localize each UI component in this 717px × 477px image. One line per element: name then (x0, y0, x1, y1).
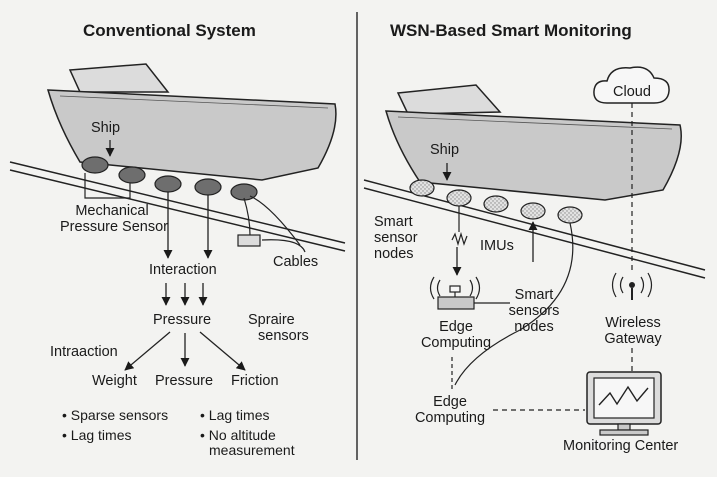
smart-nodes-line-3: nodes (374, 246, 414, 263)
left-ship (46, 63, 337, 181)
edge2-line-2: Computing (414, 410, 486, 427)
bullet-item: • Lag times (200, 407, 270, 423)
mechanical-pressure-sensor-label: Mechanical Pressure Sensor (60, 203, 168, 236)
bullet-text: Sparse sensors (70, 407, 169, 423)
interaction-label: Interaction (149, 262, 217, 278)
signal-wave-icon (451, 231, 468, 247)
right-panel-title: WSN-Based Smart Monitoring (390, 21, 632, 40)
gateway-line-2: Gateway (604, 331, 662, 348)
smart-nodes2-line-1: Smart (514, 287, 554, 303)
monitor-icon (586, 371, 662, 436)
right-smart-sensor-nodes (409, 179, 583, 224)
smart-sensor-nodes-label: Smart sensor nodes (374, 214, 418, 263)
sensor-label-line-2: Pressure Sensor (60, 219, 168, 236)
smart-sensors-nodes-label: Smart sensors nodes (503, 287, 565, 336)
imus-label: IMUs (480, 238, 514, 254)
spraire-sensors-label: Spraire sensors (248, 312, 309, 345)
output-weight: Weight (92, 373, 137, 389)
edge2-line-1: Edge (433, 394, 467, 410)
left-cable-box (237, 234, 261, 247)
right-ship (384, 84, 682, 201)
bullet-list-1: • Sparse sensors • Lag times (62, 408, 168, 442)
smart-nodes2-line-3: nodes (514, 319, 554, 336)
cloud-icon (593, 66, 670, 104)
bullet-item-cont: measurement (209, 442, 295, 459)
right-ship-label: Ship (430, 142, 460, 158)
intraaction-label: Intraaction (50, 344, 118, 360)
output-friction: Friction (231, 373, 279, 389)
monitoring-center-label: Monitoring Center (563, 438, 679, 454)
bullet-text: No altitude (208, 426, 276, 443)
edge-computing-label: Edge Computing (414, 319, 498, 352)
smart-nodes-line-1: Smart (374, 214, 413, 230)
bullet-list-2: • Lag times • No altitude measurement (200, 408, 295, 458)
bullet-item: • Lag times (62, 426, 132, 443)
gateway-line-1: Wireless (605, 315, 661, 331)
left-cable (243, 197, 306, 253)
edge-device-icon (429, 276, 481, 310)
left-ground-slope (9, 161, 346, 252)
bullet-text: Lag times (70, 426, 132, 443)
bullet-item: • Sparse sensors (62, 407, 169, 423)
edge-line-1: Edge (439, 319, 473, 335)
left-ship-label: Ship (91, 120, 121, 136)
left-panel-title: Conventional System (83, 21, 256, 40)
smart-nodes-line-2: sensor (374, 230, 418, 247)
left-arrow-weight (124, 331, 171, 371)
edge-computing-label-2: Edge Computing (408, 394, 492, 427)
node-to-edge2-curve (454, 222, 574, 386)
bullet-text: Lag times (208, 407, 270, 423)
spraire-line-2: sensors (258, 328, 309, 345)
output-pressure: Pressure (155, 373, 214, 389)
cables-label: Cables (273, 254, 319, 270)
sensor-label-line-1: Mechanical (75, 203, 149, 219)
smart-nodes2-line-2: sensors (508, 303, 560, 320)
edge-line-2: Computing (420, 335, 492, 352)
cloud-label: Cloud (613, 84, 651, 100)
left-arrow-friction (199, 331, 246, 371)
left-sensor-bracket (84, 173, 131, 199)
wireless-gateway-label: Wireless Gateway (594, 315, 672, 348)
wireless-gateway-icon (611, 272, 653, 300)
bullet-item: • No altitude (200, 426, 276, 443)
spraire-line-1: Spraire (248, 312, 295, 328)
left-cable-2 (249, 195, 301, 246)
pressure-label: Pressure (153, 312, 212, 328)
